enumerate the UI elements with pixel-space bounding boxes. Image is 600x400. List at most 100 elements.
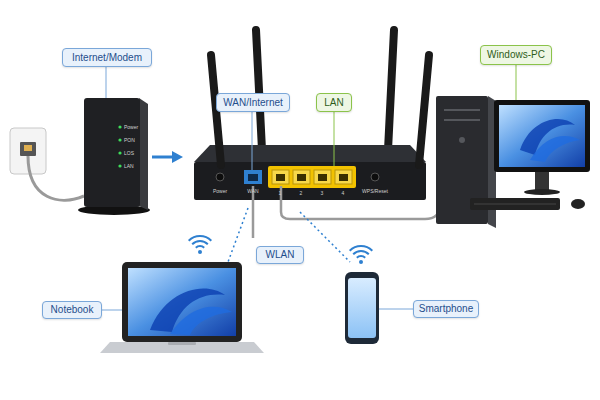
pc-monitor <box>494 100 590 195</box>
label-text: Notebook <box>51 304 94 316</box>
led-label: PON <box>124 137 135 143</box>
pc-tower-part <box>459 137 465 143</box>
wifi-symbol-part <box>196 246 204 248</box>
wifi-symbol-part <box>198 250 202 254</box>
wifi-symbol <box>350 246 373 264</box>
smartphone-label: Smartphone <box>413 300 479 318</box>
wifi-symbol-part <box>189 236 212 241</box>
keyboard-mouse-part <box>470 198 560 210</box>
wifi-symbol-part <box>350 246 373 251</box>
laptop-device-part <box>100 342 264 353</box>
pc-tower-part <box>444 109 480 111</box>
router-device-part <box>194 162 426 200</box>
laptop-device-part <box>128 268 236 336</box>
modem-device <box>78 98 150 215</box>
router-device-part <box>339 174 348 181</box>
smartphone-device-part <box>345 272 379 344</box>
leader-line <box>102 310 122 311</box>
leader-line <box>106 67 107 98</box>
modem-label: Internet/Modem <box>62 48 152 67</box>
network-cable-part <box>281 186 440 219</box>
leader-line-part <box>102 310 122 311</box>
wireless-link <box>228 208 350 262</box>
router-device-part <box>194 145 426 162</box>
wan-port-label: WAN/Internet <box>216 93 290 112</box>
router-antenna-part <box>256 30 262 150</box>
pc-monitor-part <box>499 105 585 167</box>
router-device-part <box>318 174 327 181</box>
wall-socket <box>10 128 84 200</box>
router-antenna-part <box>388 30 394 150</box>
led-label: Power <box>124 124 138 130</box>
leader-line-part <box>516 65 517 100</box>
wall-socket-part <box>20 142 36 156</box>
pc-label: Windows-PC <box>480 45 552 65</box>
modem-device-part <box>118 151 121 154</box>
label-text: Internet/Modem <box>72 52 142 64</box>
port-label: WAN <box>223 188 283 194</box>
leader-line-part <box>252 112 253 170</box>
leader-line-part <box>334 112 335 166</box>
router-device-part <box>335 170 352 184</box>
smartphone-device <box>345 272 379 344</box>
router-device-part <box>293 170 310 184</box>
wifi-symbol-part <box>353 251 369 254</box>
wireless-link-part <box>300 212 350 262</box>
flow-arrow <box>152 151 183 163</box>
wireless-link-part <box>228 208 248 262</box>
label-text: Smartphone <box>419 303 473 315</box>
modem-device-part <box>84 98 140 207</box>
modem-device-part <box>118 138 121 141</box>
wifi-symbol-part <box>357 256 365 258</box>
modem-device-part <box>118 125 121 128</box>
keyboard-mouse-part <box>571 199 585 209</box>
router-device-part <box>297 174 306 181</box>
laptop-device-part <box>170 307 232 335</box>
wlan-label: WLAN <box>256 246 304 264</box>
wifi-symbol-part <box>192 241 208 244</box>
leader-line-part <box>106 67 107 98</box>
router-device-part <box>216 173 224 181</box>
label-text: WLAN <box>266 249 295 261</box>
leader-line <box>379 309 413 310</box>
laptop-device-part <box>122 262 242 342</box>
pc-monitor-part <box>530 136 580 162</box>
flow-arrow-part <box>172 151 183 163</box>
keyboard-mouse <box>470 198 585 210</box>
modem-device-part <box>118 164 121 167</box>
label-text: WAN/Internet <box>223 97 283 109</box>
leader-line <box>252 112 334 170</box>
notebook-label: Notebook <box>42 301 102 319</box>
leader-line-part <box>379 309 413 310</box>
pc-tower-part <box>444 119 480 121</box>
modem-device-part <box>139 98 148 210</box>
wall-socket-part <box>28 156 84 200</box>
pc-monitor-part <box>524 189 560 195</box>
led-label: LOS <box>124 150 134 156</box>
pc-monitor-part <box>535 172 549 190</box>
router-device-part <box>314 170 331 184</box>
leader-line <box>516 65 517 100</box>
router-device-part <box>248 174 258 181</box>
led-label: LAN <box>124 163 134 169</box>
router-antenna-part <box>419 55 429 165</box>
label-text: Windows-PC <box>487 49 545 61</box>
wifi-symbol <box>189 236 212 254</box>
router-device-part <box>268 166 356 188</box>
router-device-part <box>244 170 262 184</box>
pc-monitor-part <box>494 100 590 172</box>
wifi-symbol-part <box>359 260 363 264</box>
router-device-part <box>371 173 379 181</box>
router-antenna <box>256 30 394 150</box>
router-device-part <box>272 170 289 184</box>
router-device-part <box>276 174 285 181</box>
lan-port-label: LAN <box>316 93 352 112</box>
flow-arrow-part <box>152 156 173 159</box>
smartphone-device-part <box>348 278 376 338</box>
wall-socket-part <box>24 145 32 151</box>
port-label: Power <box>190 188 250 194</box>
label-text: LAN <box>324 97 343 109</box>
port-label: WPS/Reset <box>345 188 405 194</box>
router-device <box>194 145 426 200</box>
